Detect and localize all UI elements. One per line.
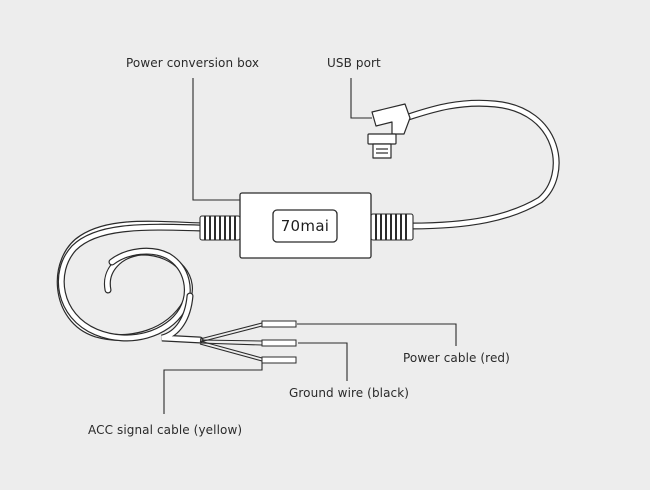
label-power-cable: Power cable (red) bbox=[403, 351, 510, 365]
power-conversion-box bbox=[239, 192, 372, 259]
left-loop bbox=[57, 223, 204, 342]
logo-frame bbox=[272, 209, 338, 243]
wire-power bbox=[199, 322, 263, 343]
leader-ground-wire bbox=[298, 342, 348, 381]
wire-acc bbox=[199, 340, 263, 362]
label-usb-port: USB port bbox=[327, 56, 381, 70]
lead-to-split bbox=[160, 292, 204, 344]
strain-relief-left bbox=[199, 215, 241, 241]
label-acc-signal-cable: ACC signal cable (yellow) bbox=[88, 423, 243, 437]
label-ground-wire: Ground wire (black) bbox=[289, 386, 410, 400]
leader-usb-port bbox=[350, 78, 372, 119]
strain-relief-right bbox=[370, 213, 414, 241]
leader-power-cable bbox=[297, 323, 457, 346]
usb-plug bbox=[367, 103, 411, 159]
leader-acc-cable bbox=[163, 361, 263, 414]
brand-logo: 70mai bbox=[280, 217, 330, 235]
label-power-conversion-box: Power conversion box bbox=[126, 56, 260, 70]
split-wires bbox=[199, 322, 263, 362]
callout-lines bbox=[163, 78, 457, 414]
wire-tips bbox=[261, 320, 297, 364]
wire-ground bbox=[199, 339, 263, 346]
leader-power-conversion-box bbox=[192, 78, 240, 201]
